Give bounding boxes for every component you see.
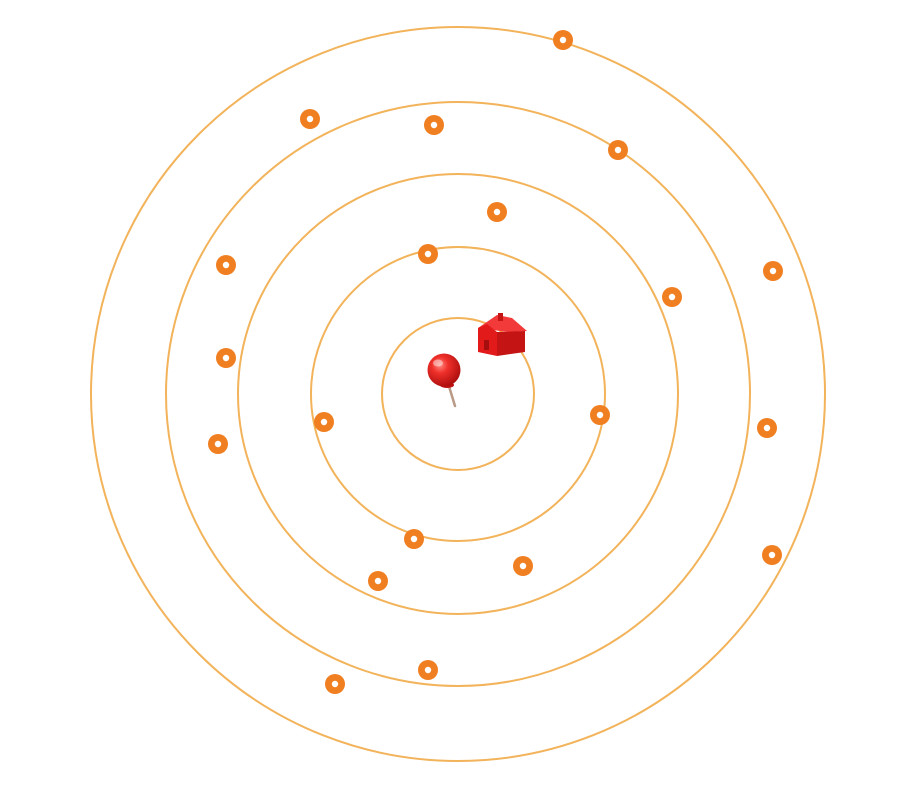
pushpin-icon: [427, 353, 461, 408]
ring-2: [310, 246, 606, 542]
ring-marker-icon: [553, 30, 573, 50]
ring-marker-icon: [404, 529, 424, 549]
ring-marker-icon: [757, 418, 777, 438]
ring-marker-icon: [314, 412, 334, 432]
ring-marker-icon: [216, 348, 236, 368]
ring-marker-icon: [513, 556, 533, 576]
ring-marker-icon: [762, 545, 782, 565]
house-icon: [478, 313, 527, 356]
ring-1: [381, 317, 535, 471]
ring-4: [165, 101, 751, 687]
ring-marker-icon: [418, 660, 438, 680]
ring-marker-icon: [424, 115, 444, 135]
ring-marker-icon: [590, 405, 610, 425]
ring-marker-icon: [208, 434, 228, 454]
ring-marker-icon: [487, 202, 507, 222]
ring-marker-icon: [763, 261, 783, 281]
ring-marker-icon: [662, 287, 682, 307]
ring-marker-icon: [216, 255, 236, 275]
rings-group: [90, 26, 826, 762]
ring-marker-icon: [325, 674, 345, 694]
ring-marker-icon: [608, 140, 628, 160]
ring-marker-icon: [418, 244, 438, 264]
ring-marker-icon: [300, 109, 320, 129]
ring-3: [237, 173, 679, 615]
ring-marker-icon: [368, 571, 388, 591]
markers-group: [208, 30, 783, 694]
ring-5: [90, 26, 826, 762]
